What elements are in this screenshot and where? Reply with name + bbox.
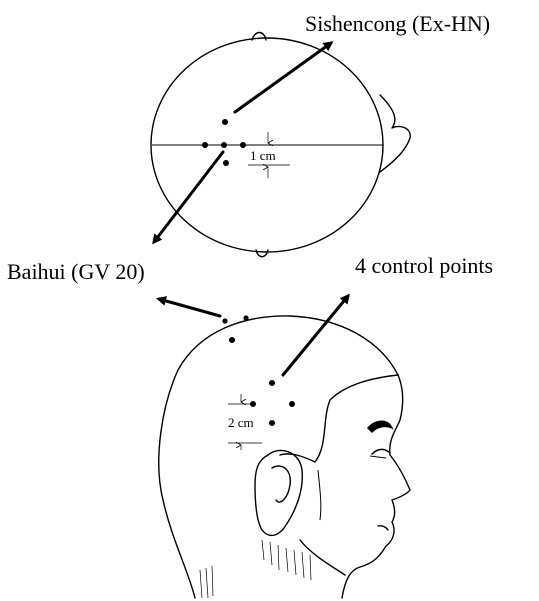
sishencong-point-lateral — [223, 160, 229, 166]
side-view-head: 2 cm — [156, 293, 411, 599]
sishencong-point-front — [240, 142, 246, 148]
label-sishencong: Sishencong (Ex-HN) — [305, 11, 490, 36]
side-scale-indicator: 2 cm — [228, 394, 262, 450]
sishencong-point-side-lower — [229, 337, 235, 343]
top-scale-label: 1 cm — [250, 148, 276, 163]
baihui-point-top — [221, 142, 227, 148]
sishencong-point-side-front — [243, 315, 249, 321]
control-point-1 — [269, 380, 275, 386]
sishencong-point-anterior — [222, 119, 228, 125]
control-point-2 — [250, 401, 256, 407]
arrow-control-points — [281, 293, 350, 377]
arrow-baihui-side — [156, 296, 222, 318]
eyebrow — [366, 420, 394, 434]
label-baihui: Baihui (GV 20) — [7, 259, 145, 284]
arrow-to-baihui-label — [152, 150, 225, 245]
ear-top-left — [251, 31, 267, 41]
baihui-point-side — [222, 318, 228, 324]
ear-side — [254, 449, 303, 537]
nose-top — [379, 94, 411, 173]
eye-lower-lid — [369, 455, 387, 459]
control-point-3 — [289, 401, 295, 407]
hairline — [279, 374, 399, 463]
head-outline-side — [158, 315, 399, 599]
eye — [371, 448, 391, 455]
face-profile — [341, 374, 411, 599]
ear-top-right — [255, 249, 269, 258]
top-scale-indicator: 1 cm — [248, 132, 290, 178]
sideburn — [317, 469, 322, 521]
sishencong-point-posterior — [202, 142, 208, 148]
label-control-points: 4 control points — [355, 253, 493, 278]
neck-hair-hatching — [199, 539, 312, 599]
jawline — [299, 539, 346, 576]
control-point-4 — [269, 420, 275, 426]
side-scale-label: 2 cm — [228, 415, 254, 430]
mouth — [377, 525, 389, 531]
top-view-head: 1 cm — [150, 31, 411, 258]
arrow-to-sishencong-label — [233, 41, 334, 114]
ear-helix-inner — [271, 465, 291, 503]
